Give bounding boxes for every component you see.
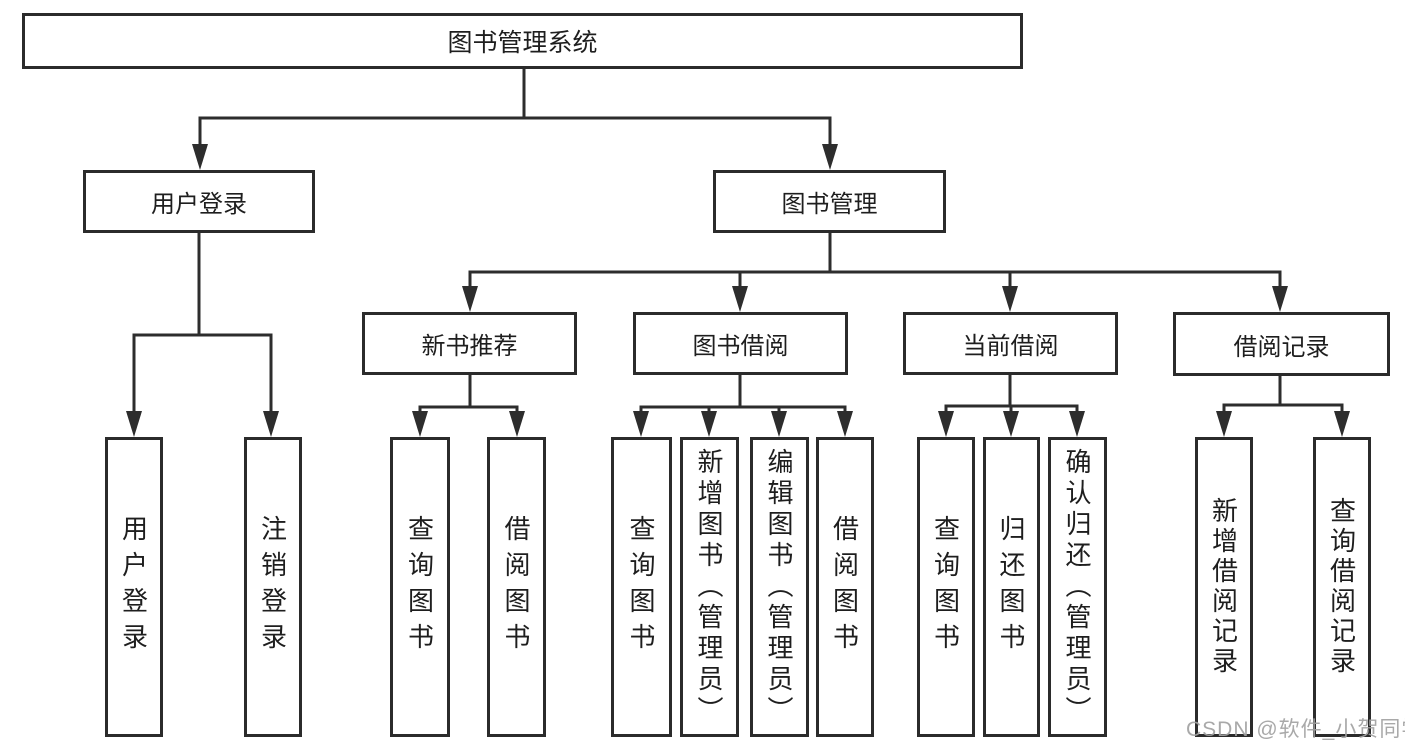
leaf-edit-book-admin: 编辑图书（管理员） [750, 437, 809, 737]
node-label: 新增图书（管理员） [694, 447, 724, 727]
node-label: 图书管理系统 [447, 29, 598, 57]
leaf-add-borrow-record: 新增借阅记录 [1195, 437, 1253, 737]
node-label: 借阅图书 [501, 515, 531, 659]
node-label: 查询图书 [930, 515, 961, 659]
node-book-management: 图书管理 [713, 170, 946, 233]
leaf-query-books-recommend: 查询图书 [390, 437, 450, 737]
leaf-logout: 注销登录 [244, 437, 302, 737]
leaf-borrow-books-recommend: 借阅图书 [487, 437, 546, 737]
leaf-borrow-books: 借阅图书 [816, 437, 874, 737]
node-label: 图书借阅 [692, 333, 789, 360]
node-label: 注销登录 [257, 515, 288, 659]
node-root: 图书管理系统 [22, 13, 1023, 69]
node-user-login: 用户登录 [83, 170, 315, 233]
node-label: 用户登录 [151, 191, 247, 218]
leaf-query-borrow-record: 查询借阅记录 [1313, 437, 1371, 737]
csdn-watermark: CSDN @软件_小贺同学 [1186, 718, 1405, 741]
node-label: 新增借阅记录 [1208, 497, 1239, 677]
node-label: 图书管理 [781, 191, 878, 218]
node-label: 查询图书 [404, 515, 435, 659]
node-borrow-records: 借阅记录 [1173, 312, 1390, 376]
node-label: 新书推荐 [421, 333, 518, 360]
node-label: 借阅图书 [829, 515, 860, 659]
leaf-confirm-return-admin: 确认归还（管理员） [1048, 437, 1107, 737]
node-label: 当前借阅 [962, 333, 1059, 360]
node-current-borrow: 当前借阅 [903, 312, 1118, 375]
node-label: 确认归还（管理员） [1062, 447, 1092, 727]
node-label: 借阅记录 [1233, 333, 1330, 361]
tree-branch-lines [132, 67, 1344, 420]
leaf-user-login: 用户登录 [105, 437, 163, 737]
node-label: 编辑图书（管理员） [764, 447, 794, 727]
node-new-book-recommend: 新书推荐 [362, 312, 577, 375]
leaf-return-book: 归还图书 [983, 437, 1040, 737]
node-label: 查询借阅记录 [1326, 497, 1357, 677]
leaf-query-books-borrow: 查询图书 [611, 437, 672, 737]
leaf-query-books-current: 查询图书 [917, 437, 975, 737]
leaf-add-book-admin: 新增图书（管理员） [680, 437, 739, 737]
node-label: 用户登录 [118, 515, 149, 659]
node-label: 查询图书 [626, 515, 656, 659]
node-book-borrow: 图书借阅 [633, 312, 848, 375]
node-label: 归还图书 [996, 515, 1026, 659]
